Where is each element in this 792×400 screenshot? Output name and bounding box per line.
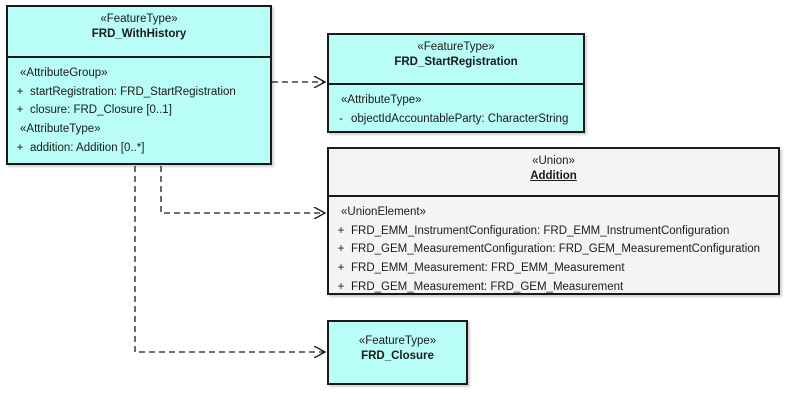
attribute-row: + FRD_EMM_InstrumentConfiguration: FRD_EM… xyxy=(331,222,776,241)
attribute-text: FRD_EMM_InstrumentConfiguration: FRD_EMM… xyxy=(351,224,730,237)
attribute-row: + startRegistration: FRD_StartRegistratio… xyxy=(10,83,268,102)
attribute-visibility: + xyxy=(337,224,345,237)
class-stereotype: «FeatureType» xyxy=(358,335,437,347)
attribute-visibility: - xyxy=(339,112,343,125)
connector-with-history-to-closure xyxy=(134,166,325,352)
attribute-group-label: «AttributeGroup» xyxy=(20,67,108,79)
attribute-row: + FRD_EMM_Measurement: FRD_EMM_Measuremen… xyxy=(331,259,776,278)
class-stereotype: «FeatureType» xyxy=(417,41,495,53)
class-title: Addition xyxy=(530,170,577,183)
attribute-visibility: + xyxy=(16,104,24,117)
class-stereotype: «Union» xyxy=(532,155,575,167)
class-attributes-frd-with-history: «AttributeGroup» + startRegistration: FRD… xyxy=(8,58,270,163)
attribute-group-label: «AttributeType» xyxy=(341,94,422,106)
attribute-row: + FRD_GEM_MeasurementConfiguration: FRD_G… xyxy=(331,240,776,259)
class-attributes-addition: «UnionElement» + FRD_EMM_InstrumentConfig… xyxy=(329,197,778,293)
attribute-group-label: «AttributeType» xyxy=(20,123,101,136)
attribute-text: FRD_GEM_Measurement: FRD_GEM_Measurement xyxy=(351,280,624,293)
attribute-text: startRegistration: FRD_StartRegistration xyxy=(30,85,236,98)
attribute-row: + closure: FRD_Closure [0..1] xyxy=(10,101,268,120)
attribute-visibility: + xyxy=(337,262,345,275)
class-box-frd-start-registration[interactable]: «FeatureType» FRD_StartRegistration «Att… xyxy=(327,33,585,133)
attribute-text: closure: FRD_Closure [0..1] xyxy=(30,104,172,117)
attribute-visibility: + xyxy=(16,85,24,98)
class-box-frd-with-history[interactable]: «FeatureType» FRD_WithHistory «Attribute… xyxy=(6,5,272,165)
class-header-frd-start-registration: «FeatureType» FRD_StartRegistration xyxy=(329,35,583,85)
class-box-frd-closure[interactable]: «FeatureType» FRD_Closure xyxy=(327,320,468,385)
attribute-text: addition: Addition [0..*] xyxy=(30,141,145,154)
class-attributes-frd-start-registration: «AttributeType» -objectIdAccountablePart… xyxy=(329,85,583,131)
attribute-group-label: «UnionElement» xyxy=(341,206,427,218)
class-header-addition: «Union» Addition xyxy=(329,149,778,197)
attribute-visibility: + xyxy=(337,243,345,256)
attribute-row: -objectIdAccountableParty: CharacterStri… xyxy=(331,110,581,129)
attribute-row: + addition: Addition [0..*] xyxy=(10,139,268,158)
class-title: FRD_WithHistory xyxy=(91,28,187,41)
connector-with-history-to-addition xyxy=(160,166,325,213)
attribute-row: + FRD_GEM_Measurement: FRD_GEM_Measuremen… xyxy=(331,278,776,293)
class-stereotype: «FeatureType» xyxy=(100,13,178,25)
attribute-text: FRD_GEM_MeasurementConfiguration: FRD_GE… xyxy=(351,243,761,256)
class-header-frd-closure: «FeatureType» FRD_Closure xyxy=(329,322,466,383)
attribute-text: FRD_EMM_Measurement: FRD_EMM_Measurement xyxy=(351,262,625,275)
attribute-text: objectIdAccountableParty: CharacterStrin… xyxy=(351,112,569,125)
class-title: FRD_Closure xyxy=(361,350,434,363)
class-title: FRD_StartRegistration xyxy=(394,56,518,69)
class-box-addition[interactable]: «Union» Addition «UnionElement» + FRD_EMM… xyxy=(327,147,780,295)
class-header-frd-with-history: «FeatureType» FRD_WithHistory xyxy=(8,7,270,58)
attribute-visibility: + xyxy=(337,280,345,293)
attribute-visibility: + xyxy=(16,141,24,154)
